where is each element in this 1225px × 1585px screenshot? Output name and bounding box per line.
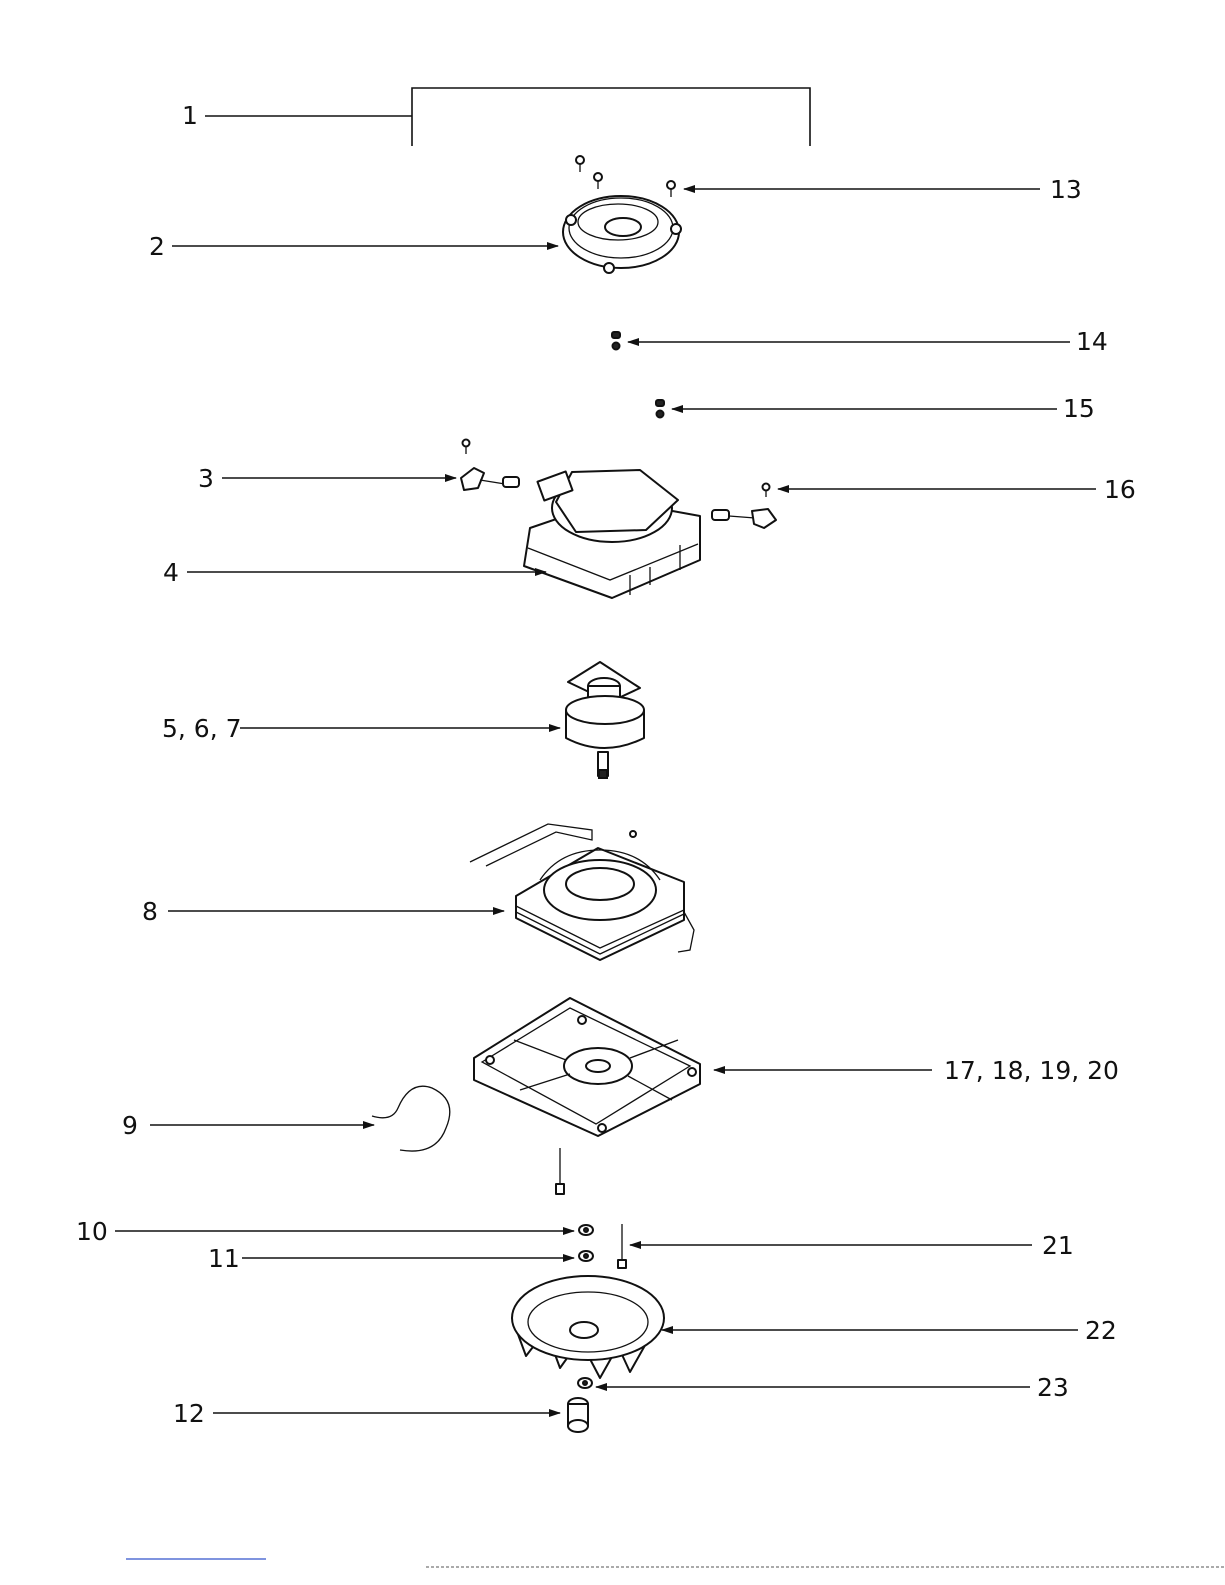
part-8-field-coil bbox=[470, 824, 694, 960]
part-10-washer bbox=[579, 1225, 593, 1235]
part-15 bbox=[656, 400, 664, 418]
bottom-rule bbox=[126, 1559, 1225, 1567]
callout-14: 14 bbox=[1076, 327, 1108, 356]
part-14 bbox=[612, 332, 620, 350]
callout-8: 8 bbox=[142, 897, 158, 926]
callout-5-6-7: 5, 6, 7 bbox=[162, 714, 242, 743]
callout-1: 1 bbox=[182, 101, 198, 130]
long-bolt bbox=[556, 1148, 564, 1194]
callout-4: 4 bbox=[163, 558, 179, 587]
callout-2: 2 bbox=[149, 232, 165, 261]
part-4-brush-housing bbox=[524, 470, 700, 598]
callout-23: 23 bbox=[1037, 1373, 1069, 1402]
callout-15: 15 bbox=[1063, 394, 1095, 423]
part-9-lead-wire bbox=[372, 1086, 450, 1151]
assembly-bracket bbox=[205, 88, 810, 146]
part-16-brush-holder bbox=[712, 484, 776, 529]
part-22-fan bbox=[512, 1276, 664, 1378]
part-12-pulley bbox=[568, 1398, 588, 1432]
callout-11: 11 bbox=[208, 1244, 240, 1273]
part-23-washer bbox=[578, 1378, 592, 1388]
part-13-screws bbox=[576, 156, 675, 197]
callout-22: 22 bbox=[1085, 1316, 1117, 1345]
callout-10: 10 bbox=[76, 1217, 108, 1246]
part-17-20-bearing-housing bbox=[474, 998, 700, 1136]
part-11-washer bbox=[579, 1251, 593, 1261]
leader-lines bbox=[115, 189, 1096, 1413]
callout-21: 21 bbox=[1042, 1231, 1074, 1260]
part-2-end-cap bbox=[563, 196, 681, 273]
callout-12: 12 bbox=[173, 1399, 205, 1428]
callout-17-20: 17, 18, 19, 20 bbox=[944, 1056, 1119, 1085]
part-21-screw bbox=[618, 1224, 626, 1268]
part-5-6-7-armature bbox=[566, 662, 644, 778]
callout-3: 3 bbox=[198, 464, 214, 493]
callout-13: 13 bbox=[1050, 175, 1082, 204]
part-3-brush-holder bbox=[461, 440, 519, 491]
callout-16: 16 bbox=[1104, 475, 1136, 504]
callout-9: 9 bbox=[122, 1111, 138, 1140]
